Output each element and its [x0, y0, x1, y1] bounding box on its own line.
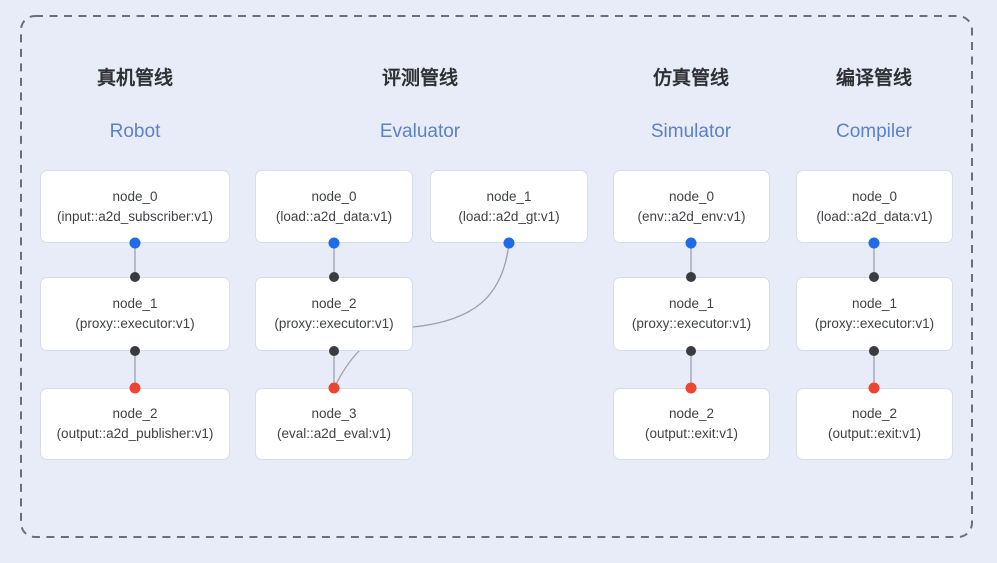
node-name: node_2	[112, 406, 158, 421]
source-port-dot	[868, 237, 880, 249]
evaluator-node-0[interactable]: node_0 (load::a2d_data:v1)	[255, 170, 413, 243]
node-name: node_0	[851, 188, 898, 204]
node-type: (proxy::executor:v1)	[631, 316, 752, 331]
source-port-dot	[129, 237, 141, 249]
simulator-node-2[interactable]: node_2 (output::exit:v1)	[613, 388, 770, 460]
node-name: node_1	[851, 296, 898, 311]
input-port-dot	[869, 272, 879, 282]
sink-port-dot	[328, 382, 340, 394]
pipeline-subtitle-compiler: Compiler	[835, 121, 913, 142]
node-name: node_2	[851, 406, 898, 421]
output-port-dot	[329, 346, 339, 356]
pipeline-subtitle-simulator: Simulator	[650, 121, 732, 142]
node-type: (load::a2d_data:v1)	[275, 208, 393, 224]
pipeline-title-compiler: 编译管线	[835, 68, 912, 89]
robot-node-2[interactable]: node_2 (output::a2d_publisher:v1)	[40, 388, 230, 460]
pipeline-title-simulator: 仿真管线	[652, 68, 729, 89]
simulator-node-0[interactable]: node_0 (env::a2d_env:v1)	[613, 170, 770, 243]
dashed-frame	[20, 15, 973, 538]
pipeline-title-evaluator: 评测管线	[381, 68, 458, 89]
input-port-dot	[130, 272, 140, 282]
output-port-dot	[130, 346, 140, 356]
evaluator-node-2[interactable]: node_2 (proxy::executor:v1)	[255, 277, 413, 351]
output-port-dot	[686, 346, 696, 356]
compiler-node-0[interactable]: node_0 (load::a2d_data:v1)	[796, 170, 953, 243]
compiler-node-2[interactable]: node_2 (output::exit:v1)	[796, 388, 953, 460]
node-type: (eval::a2d_eval:v1)	[276, 426, 392, 441]
robot-node-0[interactable]: node_0 (input::a2d_subscriber:v1)	[40, 170, 230, 243]
source-port-dot	[503, 237, 515, 249]
pipeline-subtitle-robot: Robot	[109, 121, 161, 142]
pipeline-subtitle-evaluator: Evaluator	[379, 121, 461, 142]
node-type: (proxy::executor:v1)	[814, 316, 935, 331]
simulator-node-1[interactable]: node_1 (proxy::executor:v1)	[613, 277, 770, 351]
node-name: node_3	[311, 406, 357, 421]
pipeline-title-robot: 真机管线	[96, 68, 173, 89]
node-type: (env::a2d_env:v1)	[637, 208, 746, 224]
input-port-dot	[686, 272, 696, 282]
node-name: node_0	[668, 188, 715, 204]
node-name: node_1	[112, 296, 158, 311]
evaluator-node-3[interactable]: node_3 (eval::a2d_eval:v1)	[255, 388, 413, 460]
output-port-dot	[869, 346, 879, 356]
source-port-dot	[685, 237, 697, 249]
edge-connectors	[134, 243, 875, 388]
compiler-node-1[interactable]: node_1 (proxy::executor:v1)	[796, 277, 953, 351]
node-name: node_0	[112, 188, 158, 204]
sink-port-dot	[868, 382, 880, 394]
evaluator-node-1[interactable]: node_1 (load::a2d_gt:v1)	[430, 170, 588, 243]
node-type: (proxy::executor:v1)	[75, 316, 195, 331]
node-name: node_0	[311, 188, 357, 204]
sink-port-dot	[685, 382, 697, 394]
node-type: (output::a2d_publisher:v1)	[56, 426, 214, 441]
node-type: (load::a2d_data:v1)	[816, 208, 933, 224]
sink-port-dot	[129, 382, 141, 394]
node-type: (input::a2d_subscriber:v1)	[56, 208, 214, 224]
node-name: node_2	[668, 406, 715, 421]
node-name: node_2	[311, 296, 357, 311]
node-type: (proxy::executor:v1)	[274, 316, 394, 331]
node-type: (output::exit:v1)	[827, 426, 922, 441]
node-type: (output::exit:v1)	[644, 426, 739, 441]
edge-curve-gt-to-eval	[333, 242, 510, 389]
node-name: node_1	[486, 188, 532, 204]
input-port-dot	[329, 272, 339, 282]
source-port-dot	[328, 237, 340, 249]
node-name: node_1	[668, 296, 715, 311]
node-type: (load::a2d_gt:v1)	[458, 208, 560, 224]
robot-node-1[interactable]: node_1 (proxy::executor:v1)	[40, 277, 230, 351]
